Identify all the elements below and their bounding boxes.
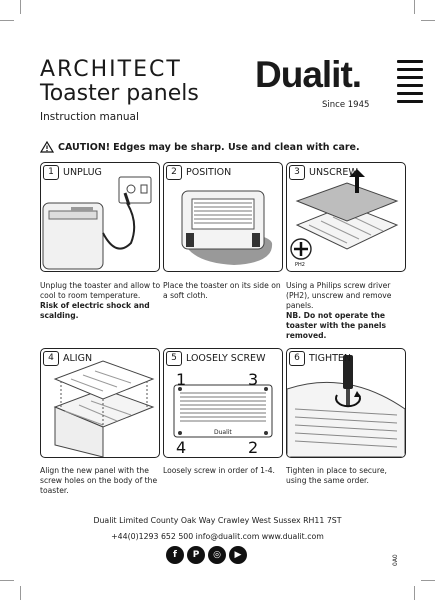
crop-mark <box>421 20 435 21</box>
step-panel-align: 4 ALIGN <box>40 348 160 458</box>
loosely-screw-illustration: Dualit 1 3 4 2 <box>173 370 273 457</box>
step-title: POSITION <box>186 167 232 178</box>
step-title: UNSCREW <box>309 167 358 178</box>
doc-type: Instruction manual <box>40 111 139 123</box>
crop-mark <box>20 0 21 14</box>
product-title: Toaster panels <box>40 81 199 106</box>
crop-mark <box>414 0 415 14</box>
step-number: 2 <box>166 165 182 180</box>
doc-code: 0A0 <box>392 554 399 566</box>
unscrew-illustration: PH2 <box>290 169 399 268</box>
order-number: 3 <box>248 370 258 389</box>
step-title: LOOSELY SCREW <box>186 353 266 364</box>
step-caption: Using a Philips screw driver (PH2), unsc… <box>286 281 392 340</box>
position-illustration <box>181 190 273 265</box>
step-title: UNPLUG <box>63 167 102 178</box>
step-header: 5 LOOSELY SCREW <box>166 351 265 366</box>
footer-contact: +44(0)1293 652 500 info@dualit.com www.d… <box>111 532 324 541</box>
order-number: 1 <box>176 370 186 389</box>
warning-triangle-icon <box>40 141 54 153</box>
step-caption: Place the toaster on its side on a soft … <box>163 281 281 300</box>
pinterest-icon[interactable]: P <box>187 546 205 564</box>
order-number: 2 <box>248 438 258 457</box>
step-header: 3 UNSCREW <box>289 165 358 180</box>
step-panel-unscrew: PH2 3 UNSCREW <box>286 162 406 272</box>
align-illustration <box>53 360 155 457</box>
logo-stripes <box>397 60 423 108</box>
step-header: 6 TIGHTEN <box>289 351 351 366</box>
step-number: 1 <box>43 165 59 180</box>
caution-label: CAUTION! <box>58 141 111 153</box>
instagram-icon[interactable]: ◎ <box>208 546 226 564</box>
caution-text: Edges may be sharp. Use and clean with c… <box>113 141 360 153</box>
dualit-logo: Dualit. <box>255 54 362 95</box>
step-caption: Tighten in place to secure, using the sa… <box>286 466 387 485</box>
step-caption: Align the new panel with the screw holes… <box>40 466 158 495</box>
crop-mark <box>20 586 21 600</box>
youtube-icon[interactable]: ▶ <box>229 546 247 564</box>
panel-logo: Dualit <box>214 429 232 436</box>
crop-mark <box>0 580 14 581</box>
social-links: f P ◎ ▶ <box>166 546 247 564</box>
footer-address: Dualit Limited County Oak Way Crawley We… <box>93 516 342 525</box>
step-title: TIGHTEN <box>309 353 352 364</box>
step-header: 2 POSITION <box>166 165 231 180</box>
crop-mark <box>421 580 435 581</box>
unplug-illustration <box>42 176 152 270</box>
order-number: 4 <box>176 438 186 457</box>
step-title: ALIGN <box>63 353 93 364</box>
facebook-icon[interactable]: f <box>166 546 184 564</box>
step-number: 3 <box>289 165 305 180</box>
step-panel-tighten: 6 TIGHTEN <box>286 348 406 458</box>
crop-mark <box>0 20 14 21</box>
step-panel-loosely-screw: Dualit 1 3 4 2 5 LOOSELY SCREW <box>163 348 283 458</box>
step-caption: Loosely screw in order of 1-4. <box>163 466 275 475</box>
step-number: 6 <box>289 351 305 366</box>
step-number: 4 <box>43 351 59 366</box>
step-header: 4 ALIGN <box>43 351 92 366</box>
step-panel-unplug: 1 UNPLUG <box>40 162 160 272</box>
ph2-badge: PH2 <box>295 262 305 268</box>
step-number: 5 <box>166 351 182 366</box>
step-panel-position: 2 POSITION <box>163 162 283 272</box>
brand-line: ARCHITECT <box>40 57 182 82</box>
tighten-illustration <box>287 355 405 457</box>
caution-notice: CAUTION! Edges may be sharp. Use and cle… <box>40 141 360 153</box>
crop-mark <box>414 586 415 600</box>
step-header: 1 UNPLUG <box>43 165 102 180</box>
since-label: Since 1945 <box>322 100 370 110</box>
step-caption: Unplug the toaster and allow to cool to … <box>40 281 161 320</box>
